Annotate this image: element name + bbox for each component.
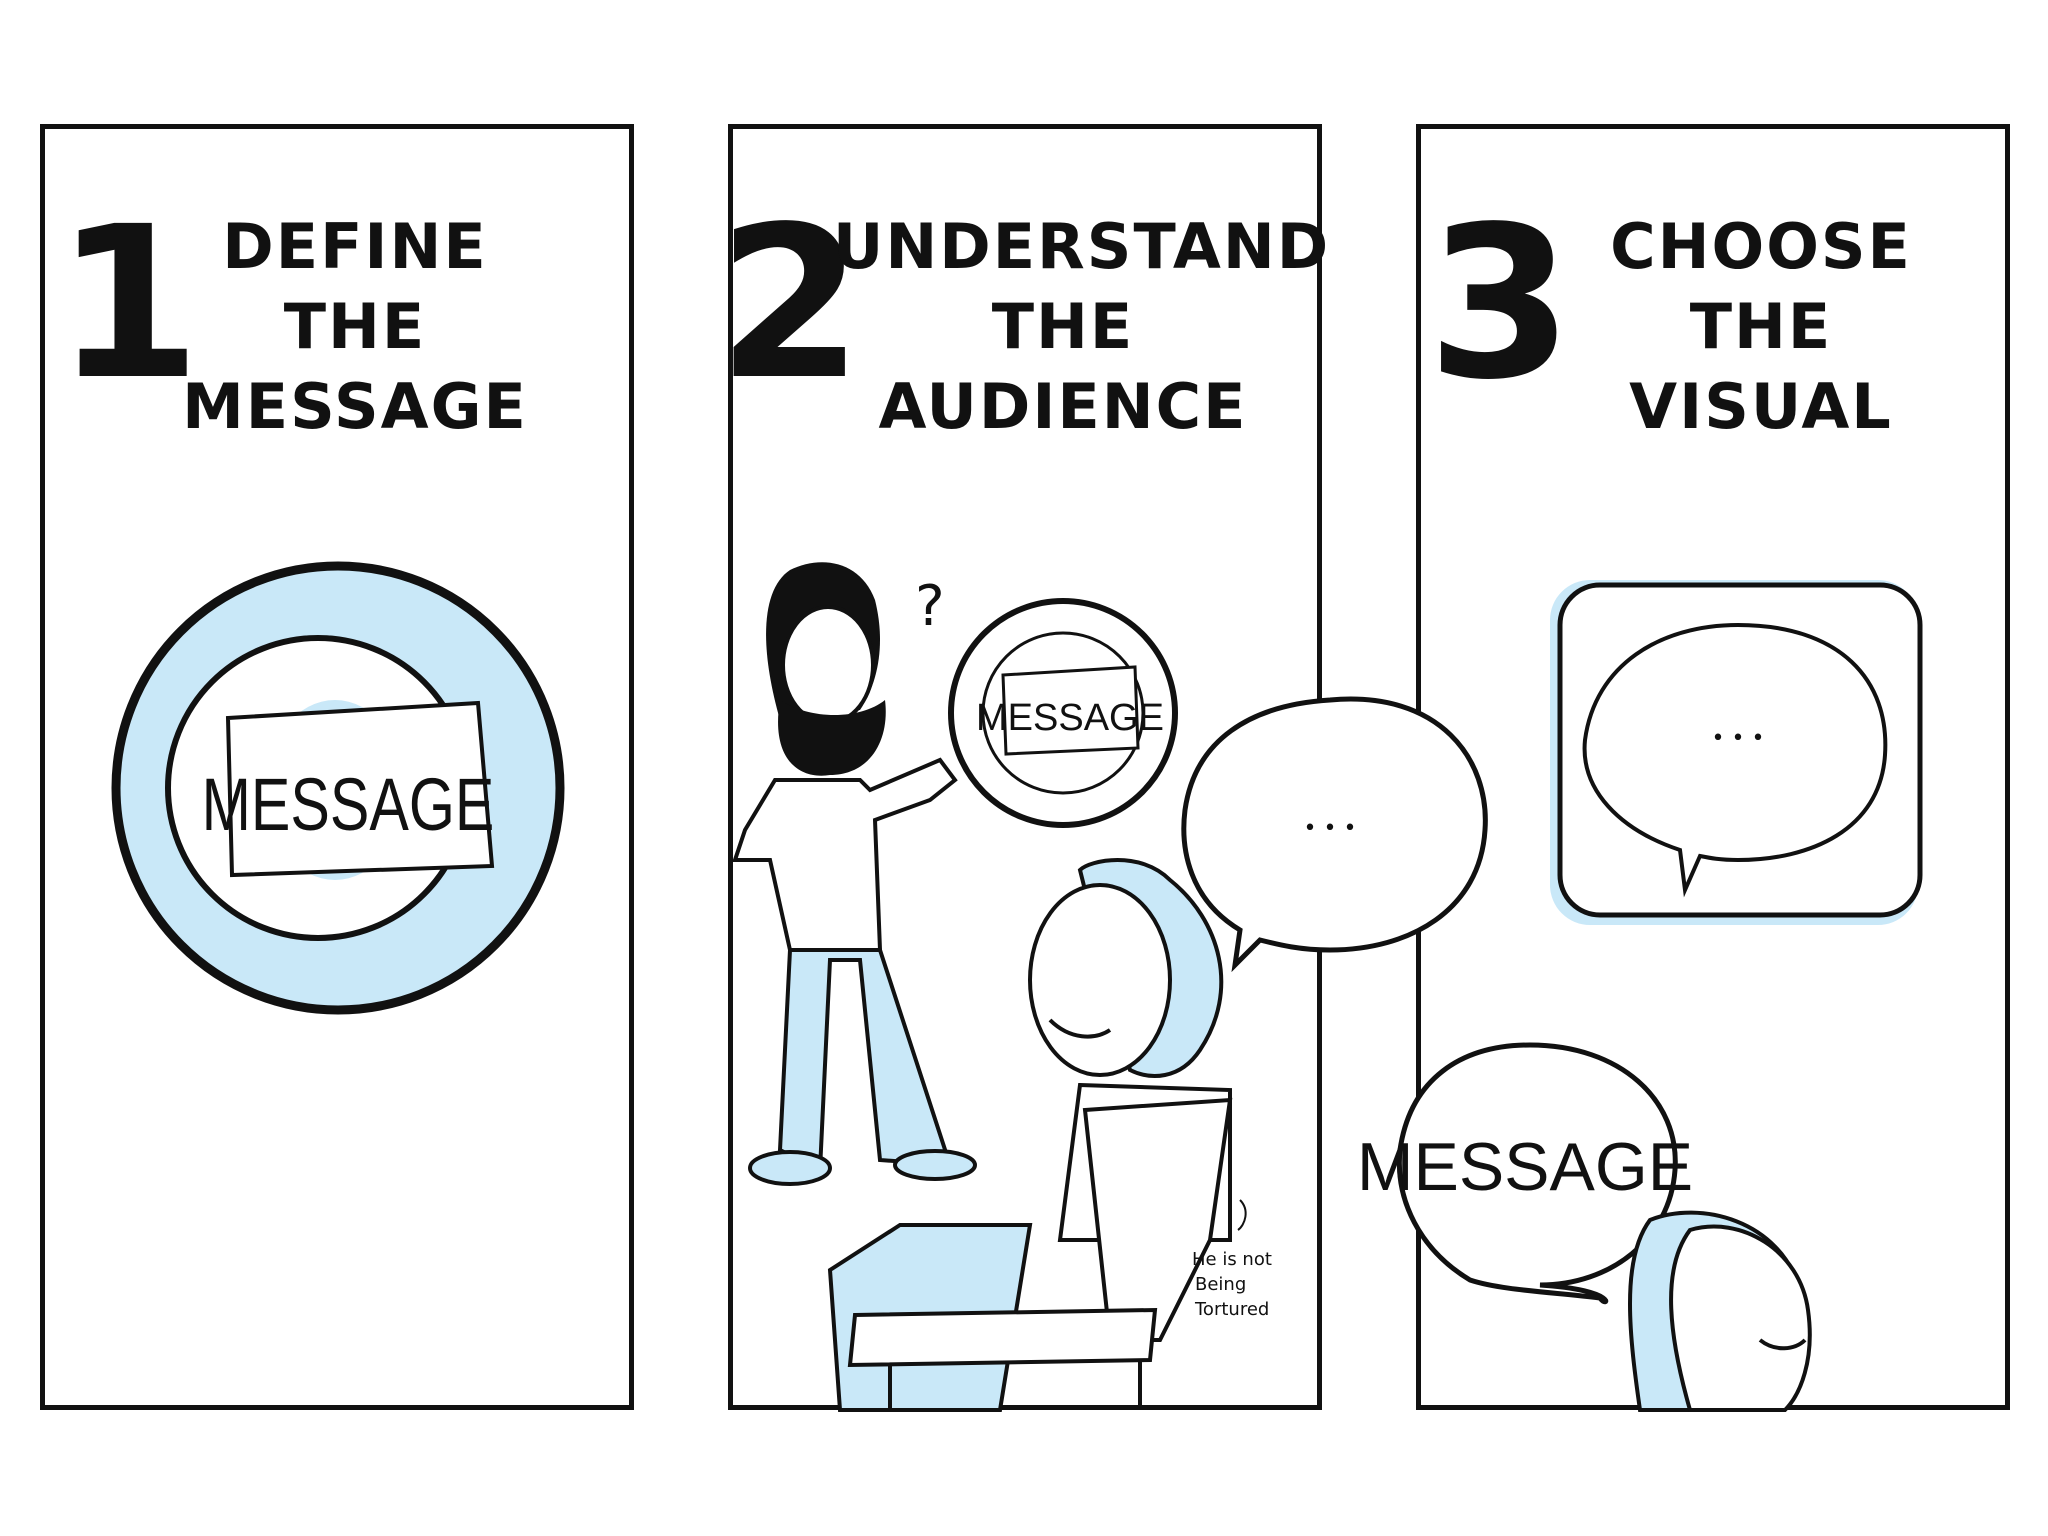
step-number: 1 (55, 181, 201, 426)
step-title: DEFINE THE MESSAGE (182, 210, 528, 443)
step-number: 3 (1427, 181, 1573, 426)
panel-choose-visual: 3 CHOOSE THE VISUAL (1416, 124, 2010, 1410)
step-title: UNDERSTAND THE AUDIENCE (833, 210, 1331, 443)
step-title: CHOOSE THE VISUAL (1610, 210, 1912, 443)
step-number: 2 (717, 181, 863, 426)
panel-define-message: 1 DEFINE THE MESSAGE (40, 124, 634, 1410)
panel-understand-audience: 2 UNDERSTAND THE AUDIENCE (717, 124, 1331, 1410)
